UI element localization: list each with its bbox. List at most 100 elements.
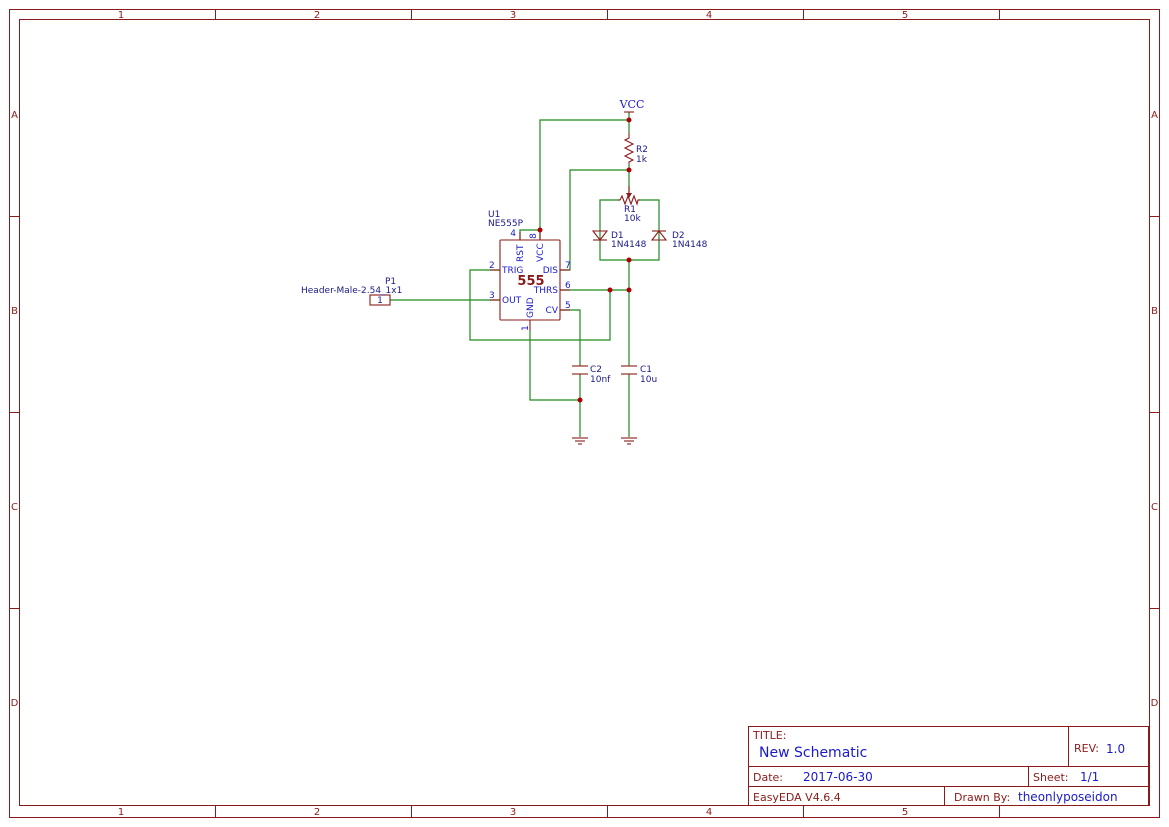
column-label: 2 <box>314 807 320 818</box>
tool-version: EasyEDA V4.6.4 <box>753 791 841 804</box>
wire-dis <box>560 169 629 271</box>
row-label: B <box>11 306 18 317</box>
u1-value: NE555P <box>488 219 524 229</box>
column-label: 3 <box>510 807 516 818</box>
wire-cv <box>560 309 581 366</box>
column-label: 3 <box>510 10 516 21</box>
row-labels-left: A B C D <box>11 110 19 709</box>
pin-name-vcc: VCC <box>536 243 546 262</box>
sheet-label: Sheet: <box>1033 771 1069 784</box>
column-label: 5 <box>902 807 908 818</box>
pin-number-out: 3 <box>489 291 495 301</box>
column-label: 2 <box>314 10 320 21</box>
d1-ref: D1 <box>611 231 624 241</box>
sheet-frame <box>9 9 1160 818</box>
d2-ref: D2 <box>672 231 685 241</box>
junction-dot <box>626 117 632 123</box>
row-label: A <box>11 110 18 121</box>
drawn-by-label: Drawn By: <box>954 791 1010 804</box>
junction-dot <box>577 397 583 403</box>
rev-label: REV: <box>1074 742 1099 755</box>
row-label: B <box>1151 306 1158 317</box>
junctions <box>537 117 632 403</box>
c2-ref: C2 <box>590 365 602 375</box>
ground-symbol-c2[interactable] <box>572 437 588 445</box>
diode-triangle-icon <box>650 230 668 241</box>
pin-name-thrs: THRS <box>533 286 559 296</box>
date-label: Date: <box>753 771 783 784</box>
pin-number-thrs: 6 <box>565 281 571 291</box>
pin-number-rst: 4 <box>510 229 516 239</box>
junction-dot <box>537 227 543 233</box>
drawn-by-value: theonlyposeidon <box>1018 790 1118 804</box>
pin-name-dis: DIS <box>543 266 559 276</box>
pin-name-gnd: GND <box>526 297 536 318</box>
header-p1[interactable]: 1 P1 Header-Male-2.54_1x1 <box>301 277 402 306</box>
vcc-label: VCC <box>619 98 645 111</box>
vcc-power-symbol[interactable]: VCC <box>619 98 645 113</box>
row-labels-right: A B C D <box>1151 110 1159 709</box>
wiper-arrow-icon <box>626 193 632 198</box>
resistor-zigzag <box>618 194 640 206</box>
junction-dot <box>607 287 613 293</box>
pin-number-cv: 5 <box>565 301 571 311</box>
pin-number-gnd: 1 <box>521 325 531 331</box>
p1-value: Header-Male-2.54_1x1 <box>301 286 402 296</box>
r1-ref: R1 <box>624 205 636 215</box>
column-label: 1 <box>118 10 124 21</box>
date-value: 2017-06-30 <box>803 770 873 784</box>
ground-symbol-c1[interactable] <box>621 437 637 445</box>
column-label: 4 <box>706 10 712 21</box>
row-label: D <box>11 698 19 709</box>
column-label: 5 <box>902 10 908 21</box>
title-block: TITLE: New Schematic REV: 1.0 Date: 2017… <box>748 726 1149 806</box>
c2-value: 10nf <box>590 375 611 385</box>
wires <box>390 112 660 437</box>
wire-bridge-left <box>599 199 629 261</box>
pin-name-out: OUT <box>502 296 522 306</box>
wire-bridge-right <box>629 199 660 261</box>
capacitor-c2[interactable]: C2 10nf <box>572 365 611 385</box>
diode-d2[interactable]: D2 1N4148 <box>650 230 708 250</box>
c1-value: 10u <box>640 375 657 385</box>
diode-triangle-icon <box>591 230 609 241</box>
title-value: New Schematic <box>759 745 867 761</box>
r2-ref: R2 <box>636 145 648 155</box>
p1-ref: P1 <box>385 277 396 287</box>
ic-u1-555[interactable]: U1 NE555P 555 RST VCC TRIG OUT DIS THRS … <box>488 210 571 331</box>
d1-value: 1N4148 <box>611 240 647 250</box>
pin-number-vcc: 8 <box>529 233 539 239</box>
rev-value: 1.0 <box>1106 742 1125 756</box>
header-pin-box <box>369 294 391 306</box>
column-labels-bottom: 1 2 3 4 5 <box>118 807 908 818</box>
resistor-zigzag <box>623 133 635 164</box>
pin-name-trig: TRIG <box>501 266 523 276</box>
wire-gnd-pin <box>529 330 580 401</box>
wire-trig-loop <box>469 269 611 341</box>
row-label: C <box>11 502 18 513</box>
wire-vcc-to-pin8 <box>539 119 629 230</box>
diode-d1[interactable]: D1 1N4148 <box>591 230 647 250</box>
column-label: 4 <box>706 807 712 818</box>
column-labels-top: 1 2 3 4 5 <box>118 10 908 21</box>
pin-name-cv: CV <box>546 306 559 316</box>
sheet-value: 1/1 <box>1080 770 1099 784</box>
d2-value: 1N4148 <box>672 240 708 250</box>
pin-number-dis: 7 <box>565 261 571 271</box>
title-label: TITLE: <box>752 729 786 742</box>
r1-value: 10k <box>624 214 641 224</box>
u1-body-label: 555 <box>517 274 544 289</box>
junction-dot <box>626 287 632 293</box>
u1-ref: U1 <box>488 210 500 220</box>
potentiometer-r1[interactable]: R1 10k <box>618 186 641 224</box>
column-label: 1 <box>118 807 124 818</box>
resistor-r2[interactable]: R2 1k <box>623 133 648 165</box>
row-label: A <box>1151 110 1158 121</box>
p1-pin-number: 1 <box>377 296 383 306</box>
pin-number-trig: 2 <box>489 261 495 271</box>
r2-value: 1k <box>636 155 648 165</box>
junction-dot <box>626 257 632 263</box>
row-label: C <box>1151 502 1158 513</box>
capacitor-c1[interactable]: C1 10u <box>621 365 657 385</box>
